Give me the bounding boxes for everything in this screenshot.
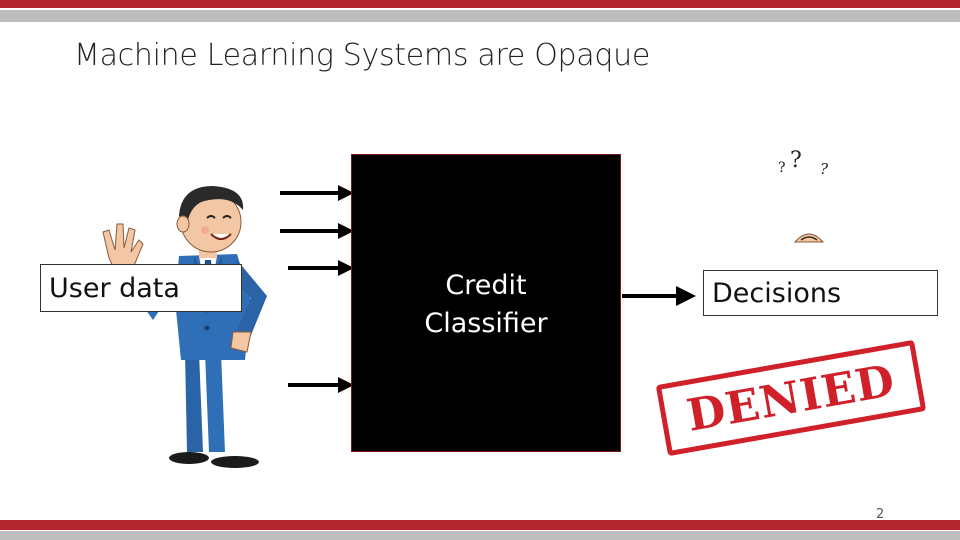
- page-number: 2: [876, 507, 885, 522]
- user-data-label: User data: [49, 272, 180, 304]
- classifier-label-line2: Classifier: [424, 308, 548, 339]
- user-data-box: User data: [40, 264, 242, 312]
- question-mark-large: ?: [790, 148, 802, 173]
- input-arrow-4: [288, 377, 354, 393]
- classifier-label: Credit Classifier: [352, 267, 620, 343]
- top-grey-band: [0, 10, 960, 22]
- denied-stamp: DENIED: [655, 339, 927, 457]
- input-arrow-3: [288, 260, 354, 276]
- bottom-grey-band: [0, 531, 960, 540]
- question-mark-small-left: ?: [778, 160, 786, 176]
- frown-icon: [793, 233, 825, 243]
- denied-stamp-text: DENIED: [683, 354, 899, 442]
- businessman-illustration: [102, 186, 267, 468]
- output-arrow: [622, 286, 696, 306]
- slide-title: Machine Learning Systems are Opaque: [74, 38, 650, 73]
- credit-classifier-box: Credit Classifier: [352, 155, 620, 451]
- classifier-label-line1: Credit: [445, 270, 527, 301]
- top-red-band: [0, 0, 960, 8]
- input-arrow-2: [280, 223, 354, 239]
- input-arrow-1: [280, 185, 354, 201]
- decisions-label: Decisions: [712, 277, 842, 309]
- bottom-red-band: [0, 520, 960, 530]
- question-mark-small-right: ?: [820, 160, 829, 178]
- decisions-box: Decisions: [703, 270, 938, 316]
